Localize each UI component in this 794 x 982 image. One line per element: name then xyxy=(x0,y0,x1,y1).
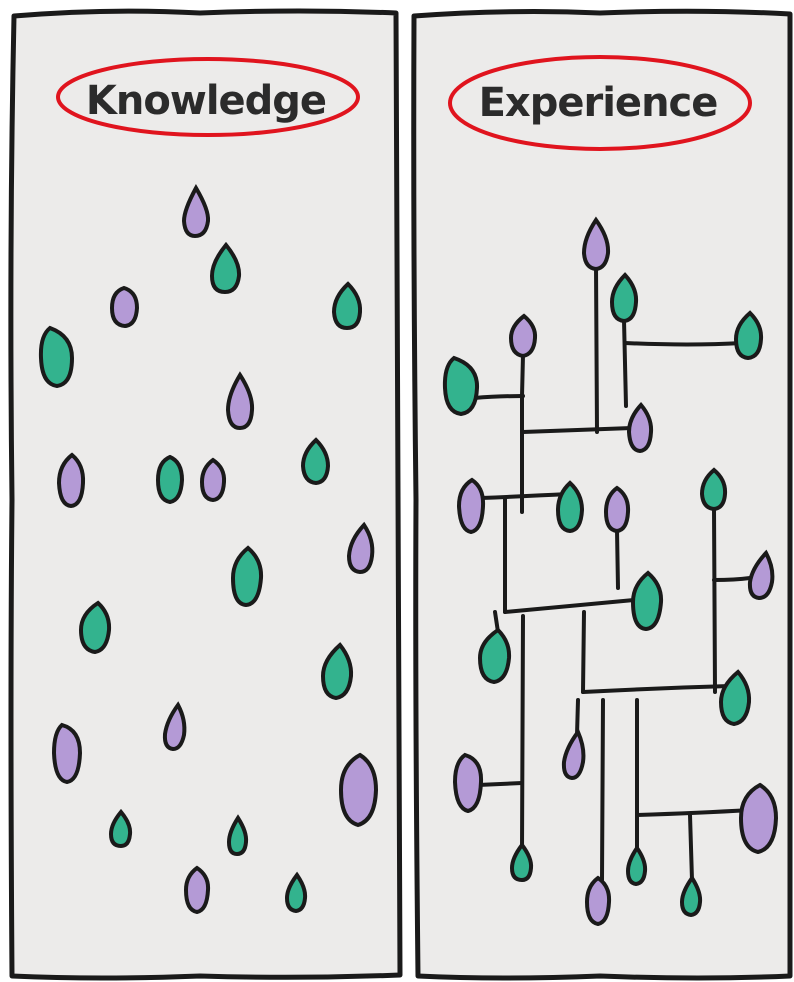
experience-dot xyxy=(625,844,648,887)
experience-dot xyxy=(626,401,654,454)
experience-dots xyxy=(442,216,779,927)
knowledge-dot xyxy=(226,814,249,857)
connector-line xyxy=(622,318,628,408)
knowledge-panel: Knowledge xyxy=(8,8,403,981)
connector-line xyxy=(520,353,525,398)
experience-dot xyxy=(508,313,538,359)
experience-title-highlight xyxy=(448,55,752,151)
experience-dot xyxy=(584,875,612,927)
connector-line xyxy=(520,614,525,852)
knowledge-dot xyxy=(78,600,112,655)
experience-panel-frame xyxy=(411,8,793,981)
experience-title: Experience xyxy=(479,80,718,126)
experience-connections xyxy=(472,263,752,882)
connector-line xyxy=(688,813,694,882)
connector-line xyxy=(623,341,744,347)
knowledge-dot xyxy=(331,281,363,331)
connector-line xyxy=(615,528,620,590)
knowledge-dot xyxy=(284,871,308,914)
connector-line xyxy=(594,263,599,434)
knowledge-title: Knowledge xyxy=(86,78,326,124)
experience-dot xyxy=(509,841,534,883)
experience-dot xyxy=(630,570,664,632)
knowledge-dot xyxy=(51,722,83,785)
connector-line xyxy=(600,698,605,882)
connector-line xyxy=(575,698,580,737)
knowledge-dot xyxy=(338,752,379,828)
knowledge-dots xyxy=(38,183,379,915)
experience-panel: Experience xyxy=(411,8,793,981)
knowledge-dot xyxy=(320,642,354,701)
connector-line xyxy=(521,426,634,434)
knowledge-dot xyxy=(108,808,133,849)
experience-dot xyxy=(452,752,484,814)
experience-dot xyxy=(699,467,728,512)
experience-dot xyxy=(581,216,611,272)
experience-dot xyxy=(555,480,585,534)
connector-line xyxy=(712,576,752,582)
connector-line xyxy=(712,506,717,694)
experience-dot xyxy=(561,728,586,781)
connector-line xyxy=(581,684,732,694)
connector-line xyxy=(476,781,524,787)
knowledge-dot xyxy=(109,285,140,329)
experience-dot xyxy=(679,874,703,918)
knowledge-dot xyxy=(183,865,211,915)
experience-dot xyxy=(733,310,764,361)
connector-line xyxy=(581,610,586,694)
knowledge-dot xyxy=(162,701,187,752)
knowledge-dot xyxy=(199,457,227,503)
connector-line xyxy=(503,598,636,614)
experience-dot xyxy=(609,272,639,324)
knowledge-dot xyxy=(38,325,75,389)
experience-dot xyxy=(477,627,512,685)
experience-dot xyxy=(442,355,480,417)
knowledge-dot xyxy=(209,241,242,295)
connector-line xyxy=(635,808,752,817)
knowledge-dot xyxy=(225,371,255,431)
knowledge-title-highlight xyxy=(56,57,360,137)
experience-dot xyxy=(718,669,752,727)
knowledge-dot xyxy=(155,454,185,505)
experience-dot xyxy=(738,782,779,855)
knowledge-dot xyxy=(56,452,86,509)
knowledge-dot xyxy=(346,521,375,575)
experience-dot xyxy=(603,485,631,534)
experience-dot xyxy=(456,477,486,535)
knowledge-dot xyxy=(230,545,264,608)
knowledge-dot xyxy=(300,437,331,486)
knowledge-dot xyxy=(181,183,211,239)
connector-line xyxy=(472,394,525,400)
experience-dot xyxy=(747,549,775,601)
